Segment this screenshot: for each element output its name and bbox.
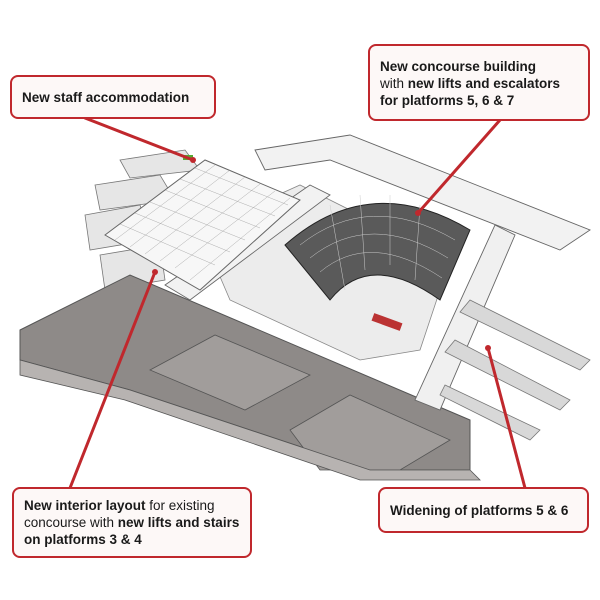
callout-new-concourse: New concourse building with new lifts an… [368,44,590,121]
callout-interior-layout: New interior layout for existing concour… [12,487,252,558]
callout-text-bold: New concourse building [380,59,537,74]
roof-edge-band [19,359,481,481]
right-platforms [439,299,591,441]
callout-text-bold: new lifts and escalators for platforms 5… [380,76,561,108]
platform-5-6-structure [414,224,516,411]
staff-accommodation-glass-building [104,159,301,291]
callout-text: for existing concourse with [24,498,215,530]
new-concourse-canopy [284,194,471,301]
callout-text-bold: new lifts and stairs on platforms 3 & 4 [24,515,240,547]
callout-text: New staff accommodation [22,90,190,105]
train [371,313,403,331]
leader-lines [68,116,527,490]
callout-widening-platforms: Widening of platforms 5 & 6 [378,487,589,533]
callout-text: Widening of platforms 5 & 6 [390,503,569,518]
roof-panel-left [149,334,311,411]
callout-text-bold: New interior layout [24,498,146,513]
callout-text: with [380,76,408,91]
callout-staff-accommodation: New staff accommodation [10,75,216,119]
footbridge-upper [254,134,591,251]
leader-dots [152,157,491,351]
